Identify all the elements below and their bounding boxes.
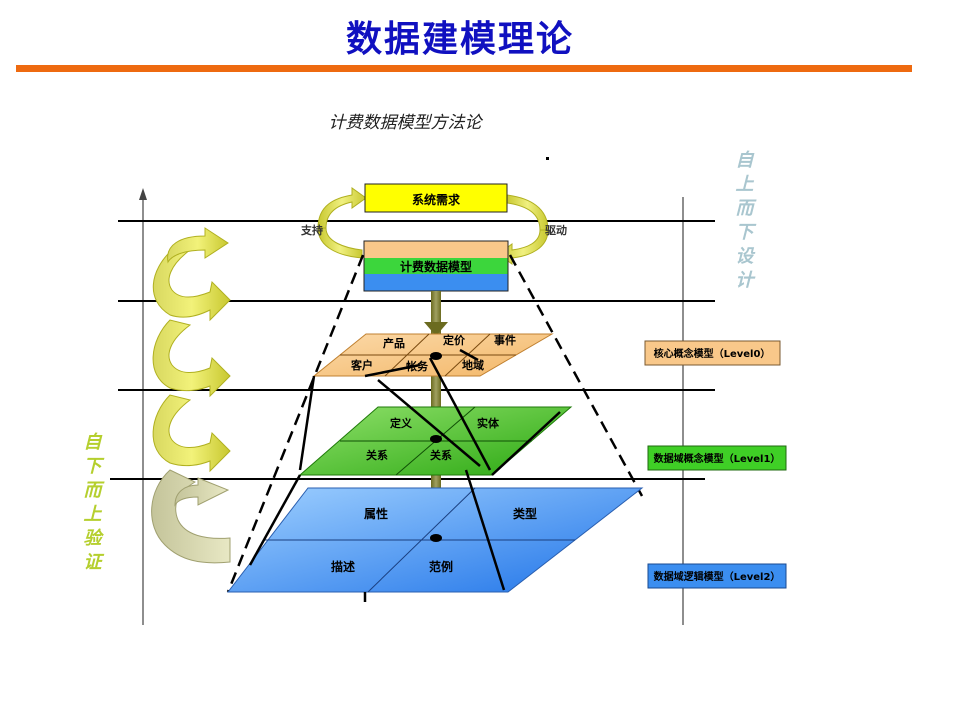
diagram-subtitle: 计费数据模型方法论 xyxy=(329,113,484,133)
level0-cell-region: 地域 xyxy=(462,358,484,372)
support-label: 支持 xyxy=(300,223,323,237)
requirement-box xyxy=(364,183,508,213)
pyramid-right-dashed xyxy=(508,254,644,497)
level1-cell-relation-right: 关系 xyxy=(430,448,452,462)
level1-center-dot xyxy=(430,435,442,443)
level0-cell-event: 事件 xyxy=(494,333,516,347)
pyramid-left-dashed xyxy=(226,254,365,593)
bottom-up-label: 自下而上验证 xyxy=(80,432,102,576)
level1-side-box: 数据域概念模型（Level1） xyxy=(647,445,787,471)
top-model-box xyxy=(363,240,509,292)
top-down-label: 自上而下设计 xyxy=(732,150,754,294)
title-divider xyxy=(16,65,912,72)
page-title: 数据建模理论 xyxy=(345,19,574,60)
drive-label: 驱动 xyxy=(545,223,567,237)
level0-cell-customer: 客户 xyxy=(350,358,373,372)
level1-cell-entity: 实体 xyxy=(477,416,500,430)
requirement-box-label: 系统需求 xyxy=(412,192,461,207)
level2-cell-example: 范例 xyxy=(429,559,453,574)
level0-cell-product: 产品 xyxy=(383,336,405,350)
level1-side-label: 数据域概念模型（Level1） xyxy=(654,452,781,465)
top-model-box-label: 计费数据模型 xyxy=(400,259,472,274)
level2-cell-description: 描述 xyxy=(331,559,355,574)
stray-mark xyxy=(546,157,549,160)
level0-side-label: 核心概念模型（Level0） xyxy=(654,347,771,360)
level0-cell-pricing: 定价 xyxy=(443,333,466,347)
level2-cell-attribute: 属性 xyxy=(364,506,388,521)
plane-connector-lines xyxy=(248,348,561,602)
level0-center-dot xyxy=(430,352,442,360)
level2-cell-type: 类型 xyxy=(513,506,537,521)
level2-side-box: 数据域逻辑模型（Level2） xyxy=(647,563,787,589)
level2-center-dot xyxy=(430,534,442,542)
bottom-up-spiral-arrows xyxy=(151,227,231,564)
level2-side-label: 数据域逻辑模型（Level2） xyxy=(654,570,781,583)
level1-cell-definition: 定义 xyxy=(390,416,413,430)
left-axis-arrowhead xyxy=(139,188,147,200)
level1-cell-relation-left: 关系 xyxy=(366,448,388,462)
level0-side-box: 核心概念模型（Level0） xyxy=(644,340,781,366)
